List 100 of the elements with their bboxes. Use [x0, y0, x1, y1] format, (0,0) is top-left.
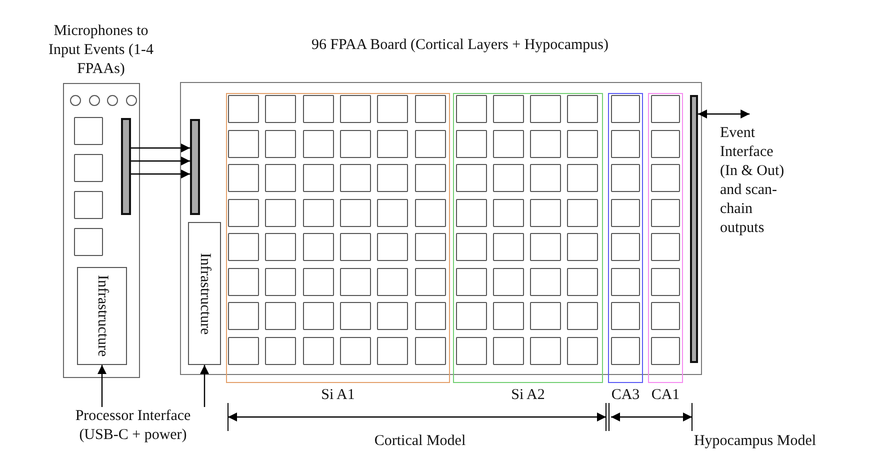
fpaa-chip [340, 302, 371, 330]
fpaa-chip [456, 164, 487, 192]
infrastructure-block: Infrastructure [77, 267, 127, 365]
fpaa-chip [567, 336, 598, 364]
arrow [98, 365, 106, 407]
fpaa-chip [74, 191, 103, 219]
arrow [698, 110, 750, 118]
connector-bar [690, 95, 698, 363]
fpaa-chip [611, 302, 640, 330]
fpaa-chip [265, 130, 296, 158]
fpaa-chip [377, 95, 408, 123]
fpaa-chip [414, 198, 446, 226]
interface-label: Processor Interface (USB-C + power) [64, 407, 202, 445]
fpaa-chip [377, 198, 408, 226]
connector-bar [121, 118, 131, 215]
fpaa-chip [265, 233, 296, 261]
fpaa-chip [567, 95, 598, 123]
fpaa-chip [456, 233, 487, 261]
fpaa-chip [651, 302, 680, 330]
fpaa-chip [228, 198, 259, 226]
fpaa-chip [530, 164, 561, 192]
fpaa-chip [414, 302, 446, 330]
fpaa-chip [530, 302, 561, 330]
fpaa-chip [611, 130, 640, 158]
fpaa-chip [456, 336, 487, 364]
fpaa-chip [651, 95, 680, 123]
fpaa-chip [265, 95, 296, 123]
fpaa-chip [265, 198, 296, 226]
connector-bar [190, 119, 200, 215]
fpaa-chip [456, 130, 487, 158]
interface-label: Event Interface (In & Out) and scan-chain outputs [720, 124, 794, 238]
fpaa-chip [530, 198, 561, 226]
fpaa-chip [228, 164, 259, 192]
fpaa-chip [340, 95, 371, 123]
fpaa-chip [377, 130, 408, 158]
fpaa-chip [493, 95, 524, 123]
fpaa-chip [228, 130, 259, 158]
fpaa-chip [74, 117, 103, 145]
microphone-circle [126, 95, 136, 106]
fpaa-chip [611, 336, 640, 364]
fpaa-chip [611, 164, 640, 192]
fpaa-chip [456, 302, 487, 330]
board-title: 96 FPAA Board (Cortical Layers + Hypocampus) [310, 36, 610, 55]
fpaa-chip [74, 228, 103, 256]
fpaa-chip [340, 233, 371, 261]
fpaa-chip [340, 336, 371, 364]
fpaa-chip [340, 198, 371, 226]
fpaa-chip [456, 268, 487, 296]
fpaa-chip [302, 336, 334, 364]
fpaa-chip [414, 336, 446, 364]
microphone-circle [70, 95, 81, 106]
fpaa-chip [493, 164, 524, 192]
fpaa-chip [530, 130, 561, 158]
fpaa-chip [228, 336, 259, 364]
fpaa-chip [377, 336, 408, 364]
region-label: Si A1 [320, 386, 356, 405]
fpaa-chip [228, 302, 259, 330]
fpaa-chip [493, 268, 524, 296]
arrow [131, 170, 190, 178]
fpaa-chip [493, 130, 524, 158]
fpaa-chip [611, 268, 640, 296]
microphone-circle [107, 95, 118, 106]
fpaa-chip [493, 336, 524, 364]
fpaa-chip [228, 233, 259, 261]
fpaa-chip [651, 336, 680, 364]
region-label: CA1 [650, 386, 681, 405]
fpaa-chip [651, 233, 680, 261]
fpaa-chip [340, 268, 371, 296]
fpaa-chip [530, 95, 561, 123]
arrow [200, 365, 209, 407]
arrow [131, 156, 190, 166]
fpaa-chip [228, 95, 259, 123]
fpaa-chip [414, 130, 446, 158]
fpaa-chip [265, 164, 296, 192]
fpaa-chip [414, 95, 446, 123]
fpaa-chip [302, 164, 334, 192]
fpaa-chip [302, 198, 334, 226]
fpaa-chip [265, 302, 296, 330]
fpaa-chip [265, 336, 296, 364]
fpaa-chip [302, 302, 334, 330]
fpaa-chip [377, 268, 408, 296]
fpaa-chip [456, 198, 487, 226]
fpaa-chip [651, 268, 680, 296]
fpaa-chip [567, 302, 598, 330]
fpaa-chip [567, 233, 598, 261]
fpaa-chip [302, 268, 334, 296]
region-label: CA3 [610, 386, 641, 405]
fpaa-chip [302, 130, 334, 158]
fpaa-chip [414, 268, 446, 296]
microphone-circle [88, 95, 100, 106]
fpaa-chip [611, 95, 640, 123]
fpaa-chip [377, 233, 408, 261]
fpaa-chip [530, 268, 561, 296]
fpaa-chip [265, 268, 296, 296]
board-title: Microphones to Input Events (1-4 FPAAs) [48, 22, 154, 79]
fpaa-chip [493, 233, 524, 261]
fpaa-chip [340, 164, 371, 192]
fpaa-chip [377, 302, 408, 330]
fpaa-chip [228, 268, 259, 296]
fpaa-chip [651, 130, 680, 158]
